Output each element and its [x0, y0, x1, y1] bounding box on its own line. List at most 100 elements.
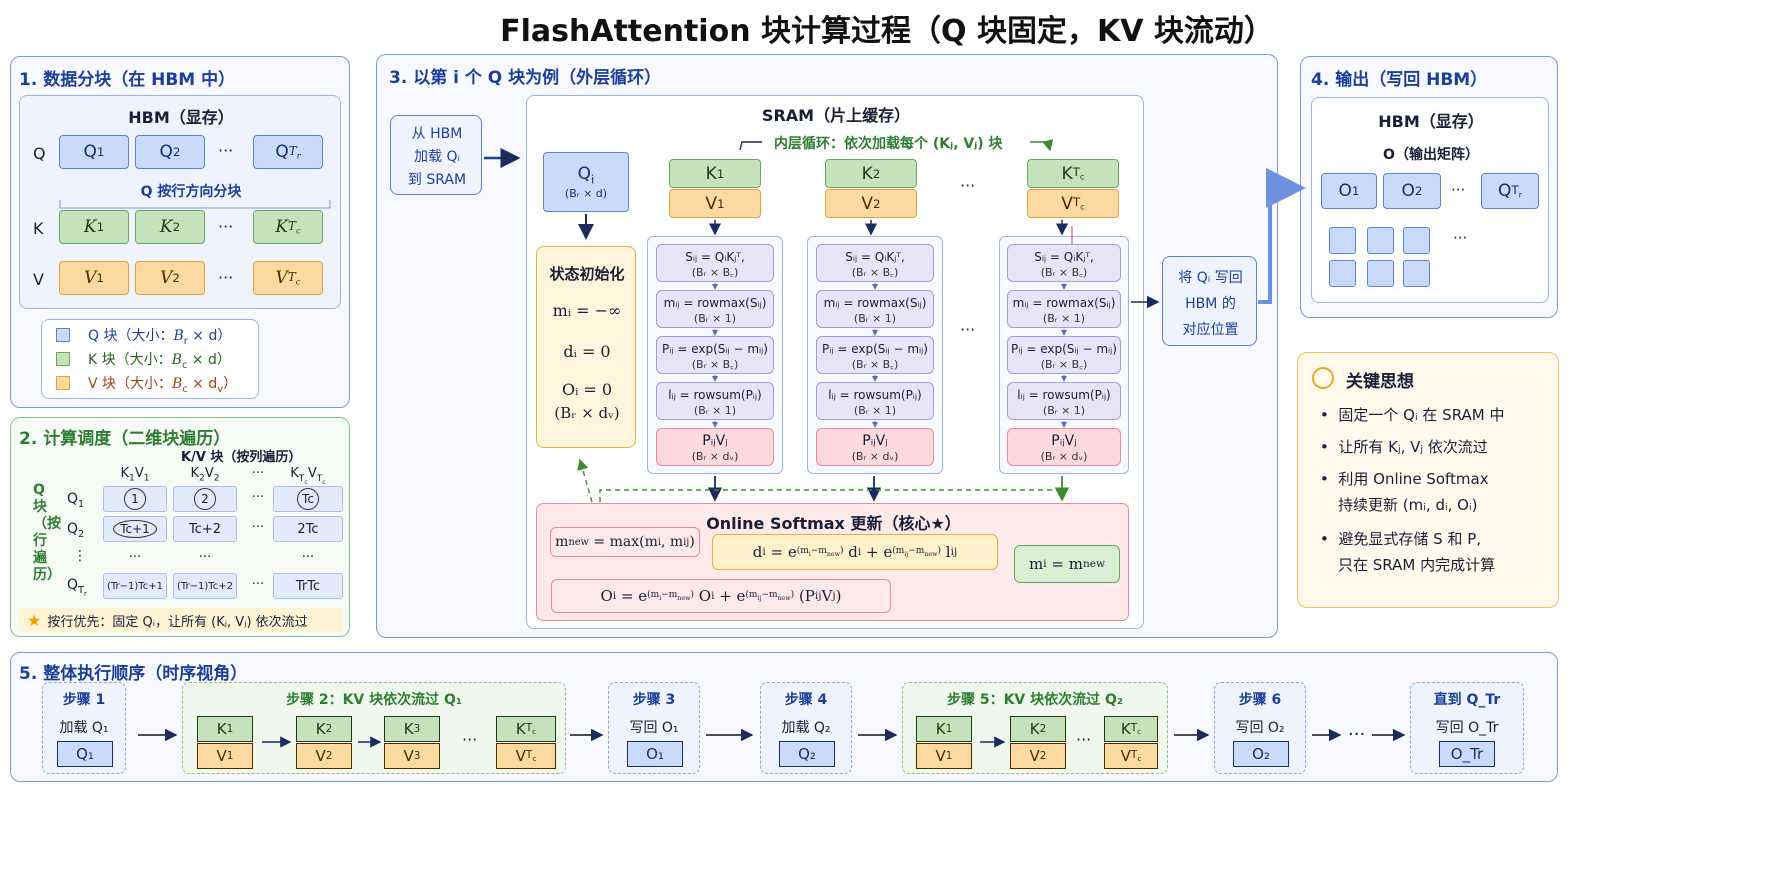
op-dims: (Bᵣ × B꜀) [691, 266, 739, 279]
step-1: 步骤 1 加载 Q₁ Q₁ [42, 682, 126, 774]
idea-2: • 让所有 Kⱼ, Vⱼ 依次流过 [1320, 438, 1488, 456]
cell-1-ellipsis: ··· [251, 490, 265, 505]
o-tile [1329, 260, 1356, 287]
step-6-block: O₂ [1233, 741, 1289, 767]
op-formula: Pᵢⱼ = exp(Sᵢⱼ − mᵢⱼ) [662, 342, 768, 356]
cell-3-1: ··· [128, 550, 142, 565]
legend-k-swatch [56, 352, 70, 366]
op-dims: (Bᵣ × B꜀) [691, 358, 739, 371]
cell-2-ellipsis: ··· [251, 520, 265, 535]
row-header-tr: QTr [67, 577, 87, 598]
cell-4-1: (Tr−1)Tc+1 [103, 573, 167, 599]
op-box: Sᵢⱼ = QᵢKⱼᵀ,(Bᵣ × B꜀) [656, 244, 774, 282]
v-ellipsis: ··· [218, 268, 234, 287]
cell-4-ellipsis: ··· [251, 577, 265, 592]
op-box: Pᵢⱼ = exp(Sᵢⱼ − mᵢⱼ)(Bᵣ × B꜀) [1007, 336, 1121, 374]
op-formula: lᵢⱼ = rowsum(Pᵢⱼ) [668, 388, 762, 402]
cell-2-tc: 2Tc [273, 516, 343, 542]
cell-1-tc: Tc [273, 486, 343, 512]
step-3-title: 步骤 3 [632, 692, 676, 708]
step-6-text: 写回 O₂ [1235, 720, 1285, 736]
tile-ellipsis: ··· [1453, 229, 1468, 247]
op-dims: (Bᵣ × B꜀) [851, 266, 899, 279]
cell-3-2: ··· [198, 550, 212, 565]
state-title: 状态初始化 [549, 265, 625, 283]
cell-4-2: (Tr−1)Tc+2 [173, 573, 237, 599]
state-init-box: 状态初始化 mᵢ = −∞ dᵢ = 0 Oᵢ = 0 (Bᵣ × dᵥ) [536, 246, 636, 448]
legend-v: V 块（大小：Bc × dv） [88, 376, 238, 395]
write-line-3: 对应位置 [1182, 322, 1239, 338]
op-dims: (Bᵣ × B꜀) [1040, 266, 1088, 279]
op-formula: mᵢⱼ = rowmax(Sᵢⱼ) [663, 296, 767, 310]
timeline-ellipsis: ··· [1348, 724, 1366, 745]
o-tile [1329, 227, 1356, 254]
op-formula: Pᵢⱼ = exp(Sᵢⱼ − mᵢⱼ) [822, 342, 928, 356]
step-last-block: O_Tr [1439, 741, 1495, 767]
online-title: Online Softmax 更新（核心★） [706, 514, 961, 533]
col-header-1: K1V1 [120, 466, 150, 484]
row-label-v: V [33, 270, 44, 289]
cell-4-tc: TrTc [273, 573, 343, 599]
page-title: FlashAttention 块计算过程（Q 块固定，KV 块流动） [500, 14, 1274, 49]
q-ellipsis: ··· [218, 141, 234, 160]
step-last: 直到 Q_Tr 写回 O_Tr O_Tr [1410, 682, 1524, 774]
col-header-ellipsis: ··· [251, 466, 265, 481]
op-box: PᵢⱼVⱼ(Bᵣ × dᵥ) [1007, 428, 1121, 466]
idea-3: • 利用 Online Softmax [1320, 470, 1489, 488]
op-dims: (Bᵣ × 1) [693, 312, 737, 325]
row-label-k: K [33, 219, 44, 238]
state-o: Oᵢ = 0 [561, 380, 613, 399]
idea-4b: 只在 SRAM 内完成计算 [1338, 556, 1496, 574]
op-box: lᵢⱼ = rowsum(Pᵢⱼ)(Bᵣ × 1) [816, 382, 934, 420]
op-box: Sᵢⱼ = QᵢKⱼᵀ,(Bᵣ × B꜀) [816, 244, 934, 282]
op-dims: (Bᵣ × 1) [853, 404, 897, 417]
load-from-hbm-box: 从 HBM 加载 Qᵢ 到 SRAM [390, 115, 482, 195]
op-formula: Sᵢⱼ = QᵢKⱼᵀ, [1034, 250, 1094, 264]
op-dims: (Bᵣ × 1) [693, 404, 737, 417]
panel-3-header: 3. 以第 i 个 Q 块为例（外层循环） [389, 68, 662, 88]
step-5-title: 步骤 5：KV 块依次流过 Q₂ [946, 692, 1124, 708]
hbm-title: HBM（显存） [128, 108, 234, 127]
step-last-title: 直到 Q_Tr [1433, 692, 1501, 708]
q-side-label: Q 块 （按行遍历） [33, 482, 61, 583]
sram-title: SRAM（片上缓存） [761, 106, 911, 125]
s5-ellipsis: ··· [1076, 730, 1092, 749]
qi-block: Qi(Bᵣ × d) [543, 152, 629, 212]
output-hbm-title: HBM（显存） [1378, 112, 1484, 131]
o-ellipsis: ··· [1451, 181, 1466, 199]
schedule-panel: 2. 计算调度（二维块遍历） K/V 块（按列遍历） Q 块 （按行遍历） K1… [10, 417, 350, 637]
o-tile [1367, 227, 1394, 254]
step-6: 步骤 6 写回 O₂ O₂ [1214, 682, 1306, 774]
op-formula: PᵢⱼVⱼ [702, 433, 728, 449]
op-box: mᵢⱼ = rowmax(Sᵢⱼ) (Bᵣ × 1) [656, 290, 774, 328]
cell-1-2: 2 [173, 486, 237, 512]
k-ellipsis: ··· [218, 217, 234, 236]
cell-3-tc: ··· [301, 550, 315, 565]
op-dims: (Bᵣ × 1) [1042, 312, 1086, 325]
op-formula: lᵢⱼ = rowsum(Pᵢⱼ) [1017, 388, 1111, 402]
op-dims: (Bᵣ × dᵥ) [1040, 450, 1088, 463]
op-dims: (Bᵣ × B꜀) [851, 358, 899, 371]
